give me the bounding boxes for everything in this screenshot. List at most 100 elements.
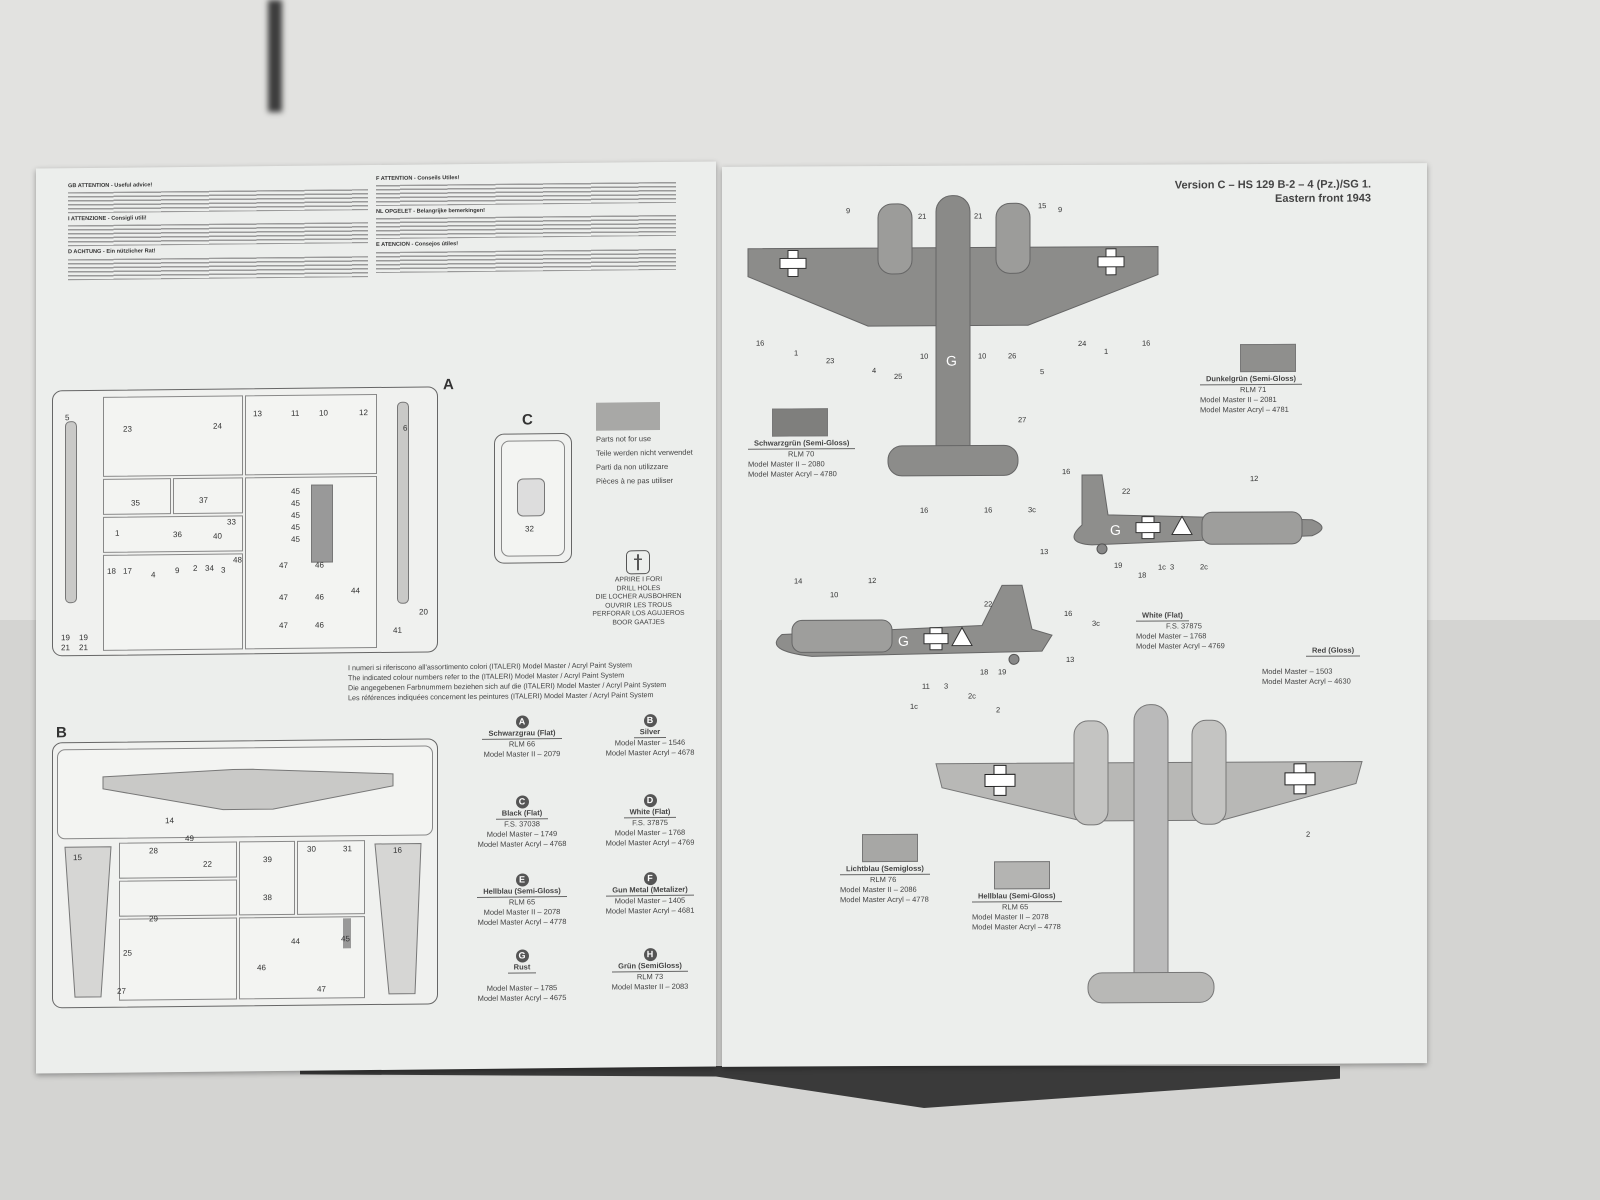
sprue-c: 32 (494, 432, 572, 564)
part-number: 28 (149, 846, 158, 856)
callout: 14 (794, 576, 803, 586)
part-number: 10 (319, 408, 328, 418)
callout: 2 (1306, 829, 1311, 839)
callout: 1c (910, 701, 918, 711)
swatch-schwarzgruen (772, 408, 828, 437)
callout: 27 (1018, 415, 1027, 425)
part-number: 4 (151, 570, 156, 580)
version-title-line-1: Version C – HS 129 B-2 – 4 (Pz.)/SG 1. (1174, 178, 1371, 192)
part-number: 29 (149, 914, 158, 924)
part-number: 36 (173, 530, 182, 540)
part-number: 13 (253, 409, 262, 419)
wing-panel-right (374, 843, 422, 995)
sprue-b: 14 49 15 28 22 39 30 31 16 29 38 44 45 4… (52, 738, 438, 1009)
part-number: 9 (175, 566, 180, 576)
part-number: 46 (257, 963, 266, 973)
version-title-line-2: Eastern front 1943 (1275, 192, 1371, 205)
svg-text:G: G (898, 633, 909, 649)
part-number: 20 (419, 607, 428, 617)
part-number: 21 (61, 643, 70, 653)
callout: 18 (1138, 570, 1147, 580)
part-number: 39 (263, 855, 272, 865)
part-number: 45 (291, 534, 300, 544)
callout: 24 (1078, 338, 1087, 348)
callout: 5 (1040, 367, 1045, 377)
callout: 4 (872, 366, 877, 376)
pen-object (268, 0, 282, 112)
sprue-a-label: A (443, 376, 454, 394)
sprue-b-cell-wheels (119, 841, 237, 879)
callout: 16 (984, 505, 993, 515)
part-number: 22 (203, 859, 212, 869)
callout: 16 (1062, 467, 1071, 477)
part-number: 47 (279, 560, 288, 571)
callout: 18 (980, 667, 989, 677)
part-number: 44 (291, 936, 300, 946)
part-number: 46 (315, 560, 324, 570)
part-number: 24 (213, 421, 222, 431)
part-number: 1 (115, 528, 120, 538)
svg-text:G: G (1110, 522, 1121, 538)
callout: 12 (868, 576, 877, 586)
not-for-use-part (311, 484, 333, 563)
callout: 3 (944, 681, 949, 691)
sprue-c-label: C (522, 411, 533, 429)
aircraft-bottom-view (935, 704, 1363, 1004)
part-number: 11 (291, 408, 300, 418)
callout: 25 (894, 371, 903, 381)
part-number: 41 (393, 625, 402, 635)
part-number: 23 (123, 424, 132, 434)
part-number: 45 (291, 498, 300, 508)
part-number: 45 (291, 510, 300, 520)
swatch-lichtblau (862, 833, 918, 863)
part-number: 2 (193, 563, 198, 573)
part-number: 44 (351, 586, 360, 596)
callout: 2 (996, 705, 1001, 715)
sprue-a-cell-35 (103, 478, 171, 515)
part-number: 19 (79, 633, 88, 643)
callout: 3 (1170, 562, 1175, 572)
callout: 15 (1038, 201, 1047, 211)
aircraft-side-view-1: G (1073, 474, 1323, 555)
part-number: 49 (185, 833, 194, 844)
part-number: 45 (291, 522, 300, 532)
sprue-b-label: B (56, 724, 67, 742)
callout: 22 (1122, 486, 1131, 496)
callout: 13 (1066, 655, 1075, 665)
callout: 13 (1040, 547, 1049, 557)
part-number: 16 (393, 845, 402, 855)
instructions-col-2: F ATTENTION - Conseils Utiles! NL OPGELE… (376, 170, 676, 273)
callout: 16 (920, 505, 929, 515)
callout: 22 (984, 599, 993, 609)
callout: 1 (794, 348, 799, 358)
callout: 3c (1028, 505, 1036, 515)
callout: 23 (826, 356, 835, 366)
instructions-col-1: GB ATTENTION - Useful advice! I ATTENZIO… (68, 177, 368, 280)
callout: 26 (1008, 351, 1017, 361)
part-number: 46 (315, 592, 324, 602)
drill-icon (626, 550, 650, 575)
not-for-use-swatch (596, 402, 660, 431)
part-number: 27 (117, 986, 126, 996)
part-number: 40 (213, 531, 222, 541)
part-number: 46 (315, 620, 324, 630)
part-number: 47 (279, 592, 288, 603)
wing-panel-left (64, 846, 112, 998)
callout: 10 (830, 590, 839, 600)
part-number: 18 (107, 566, 116, 576)
aircraft-top-view: G (747, 195, 1159, 477)
part-number: 45 (291, 486, 300, 496)
callout: 11 (922, 681, 930, 691)
part-number: 12 (359, 408, 368, 418)
sprue-b-cell-empty (119, 917, 237, 1001)
swatch-hellblau (994, 861, 1050, 890)
